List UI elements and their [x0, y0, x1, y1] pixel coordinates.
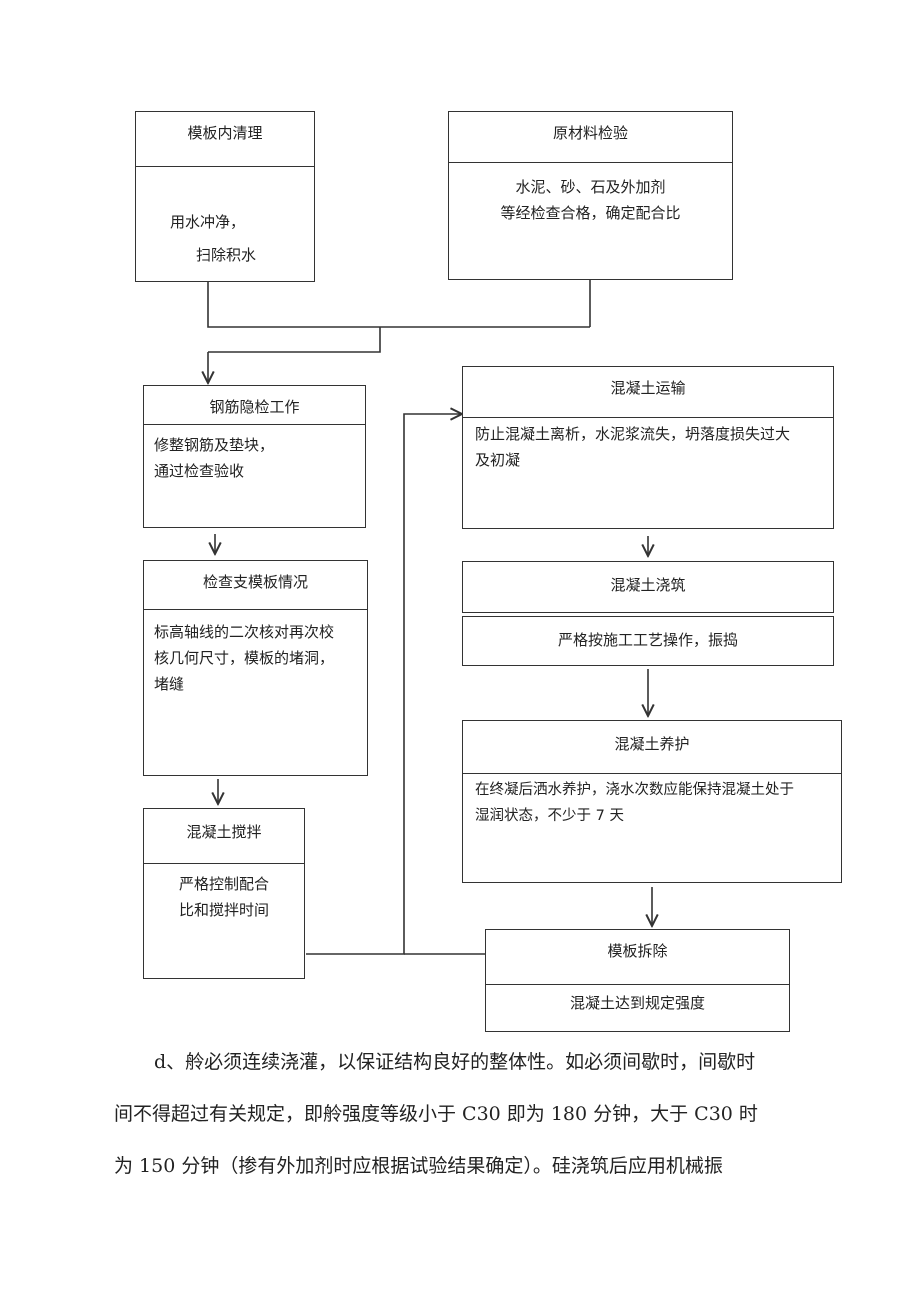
body-paragraph: d、舲必须连续浇灌，以保证结构良好的整体性。如必须间歇时，间歇时 间不得超过有关… [90, 1036, 860, 1192]
formwork-check-box: 检查支模板情况 标高轴线的二次核对再次校 核几何尺寸，模板的堵洞， 堵缝 [143, 560, 368, 776]
formwork-check-line-1: 标高轴线的二次核对再次校 [154, 623, 335, 641]
formwork-check-line-2: 核几何尺寸，模板的堵洞， [154, 649, 335, 667]
mixing-line-1: 严格控制配合 [178, 875, 269, 893]
raw-material-divider [449, 162, 732, 163]
curing-line-1: 在终凝后洒水养护，浇水次数应能保持混凝土处于 [475, 782, 794, 798]
rebar-box: 钢筋隐检工作 修整钢筋及垫块， 通过检查验收 [143, 385, 366, 528]
mixing-divider [144, 863, 304, 864]
paragraph-line-2: 间不得超过有关规定，即舲强度等级小于 C30 即为 180 分钟，大于 C30 … [114, 1103, 758, 1125]
mold-clean-box: 模板内清理 用水冲净， 扫除积水 [135, 111, 315, 282]
pouring-text: 严格按施工工艺操作，振捣 [463, 627, 833, 653]
mixing-box: 混凝土搅拌 严格控制配合 比和搅拌时间 [143, 808, 305, 979]
mold-clean-line-2: 扫除积水 [196, 246, 257, 264]
mixing-text: 严格控制配合 比和搅拌时间 [144, 871, 304, 923]
demold-line-1: 混凝土达到规定强度 [569, 994, 705, 1012]
curing-text: 在终凝后洒水养护，浇水次数应能保持混凝土处于 湿润状态，不少于 7 天 [475, 777, 794, 829]
demold-divider [486, 984, 789, 985]
formwork-check-title: 检查支模板情况 [202, 573, 308, 591]
mold-clean-divider [136, 166, 314, 167]
rebar-divider [144, 424, 365, 425]
raw-material-text: 水泥、砂、石及外加剂 等经检查合格，确定配合比 [449, 174, 732, 226]
mold-clean-line-1: 用水冲净， [170, 213, 246, 231]
curing-title: 混凝土养护 [614, 735, 690, 753]
demold-box: 模板拆除 混凝土达到规定强度 [485, 929, 790, 1032]
raw-material-line-1: 水泥、砂、石及外加剂 [515, 178, 666, 196]
demold-text: 混凝土达到规定强度 [486, 990, 789, 1016]
formwork-check-line-3: 堵缝 [154, 675, 185, 693]
pouring-body-box: 严格按施工工艺操作，振捣 [462, 616, 834, 666]
rebar-title: 钢筋隐检工作 [209, 398, 300, 416]
transport-text: 防止混凝土离析，水泥浆流失，坍落度损失过大 及初凝 [475, 421, 790, 473]
pouring-title: 混凝土浇筑 [610, 576, 686, 594]
paragraph-line-3: 为 150 分钟（掺有外加剂时应根据试验结果确定）。硅浇筑后应用机械振 [114, 1155, 723, 1177]
rebar-line-1: 修整钢筋及垫块， [154, 436, 275, 454]
mixing-line-2: 比和搅拌时间 [178, 901, 269, 919]
raw-material-line-2: 等经检查合格，确定配合比 [500, 204, 681, 222]
raw-material-title: 原材料检验 [552, 124, 628, 142]
pouring-title-box: 混凝土浇筑 [462, 561, 834, 613]
curing-divider [463, 773, 841, 774]
transport-line-2: 及初凝 [475, 451, 521, 469]
curing-box: 混凝土养护 在终凝后洒水养护，浇水次数应能保持混凝土处于 湿润状态，不少于 7 … [462, 720, 842, 883]
connector-mixing-to-transport [306, 414, 462, 955]
formwork-check-divider [144, 609, 367, 610]
connector-mold-clean [207, 282, 590, 328]
connector-merge-down [208, 327, 381, 353]
pouring-line-1: 严格按施工工艺操作，振捣 [557, 631, 738, 649]
raw-material-box: 原材料检验 水泥、砂、石及外加剂 等经检查合格，确定配合比 [448, 111, 733, 280]
transport-divider [463, 417, 833, 418]
paragraph-line-1: d、舲必须连续浇灌，以保证结构良好的整体性。如必须间歇时，间歇时 [154, 1051, 756, 1073]
transport-box: 混凝土运输 防止混凝土离析，水泥浆流失，坍落度损失过大 及初凝 [462, 366, 834, 529]
mold-clean-text: 用水冲净， 扫除积水 [170, 206, 256, 272]
mold-clean-title: 模板内清理 [187, 124, 263, 142]
curing-line-2: 湿润状态，不少于 7 天 [475, 808, 624, 824]
rebar-line-2: 通过检查验收 [154, 462, 245, 480]
rebar-text: 修整钢筋及垫块， 通过检查验收 [154, 432, 274, 484]
formwork-check-text: 标高轴线的二次核对再次校 核几何尺寸，模板的堵洞， 堵缝 [154, 619, 334, 697]
transport-title: 混凝土运输 [610, 379, 686, 397]
mixing-title: 混凝土搅拌 [186, 823, 262, 841]
transport-line-1: 防止混凝土离析，水泥浆流失，坍落度损失过大 [475, 425, 791, 443]
demold-title: 模板拆除 [607, 942, 668, 960]
